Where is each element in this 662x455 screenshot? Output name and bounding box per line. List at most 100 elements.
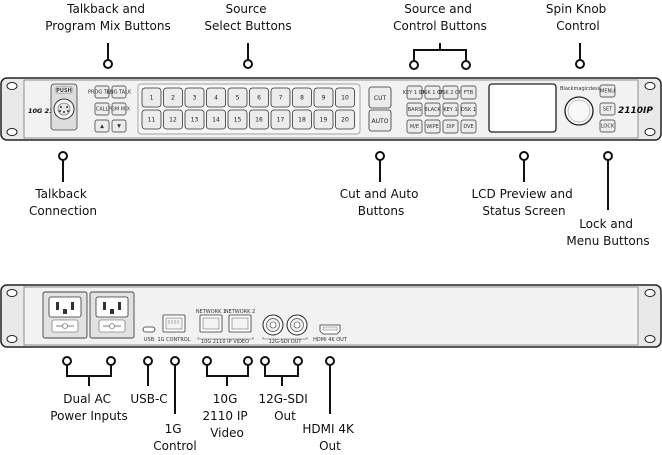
network-port-2[interactable] — [228, 314, 252, 333]
control-button[interactable]: DIP — [442, 119, 459, 134]
auto-button[interactable]: AUTO — [368, 109, 392, 132]
talkback-button[interactable]: CALL — [94, 102, 110, 116]
talkback-button[interactable]: ▲ — [94, 119, 110, 133]
callout-dot — [409, 60, 419, 70]
control-button-label: KEY 1 — [443, 107, 457, 113]
lcd-screen — [488, 83, 557, 133]
control-button-label: WIPE — [426, 124, 439, 130]
source-button[interactable]: 4 — [206, 87, 226, 108]
source-button-label: 12 — [169, 117, 177, 124]
talkback-xlr-connector[interactable]: PUSH — [50, 83, 78, 131]
callout-dot — [170, 356, 180, 366]
callout-dot — [243, 356, 253, 366]
source-button[interactable]: 7 — [270, 87, 291, 108]
rack-ear-hole — [6, 128, 18, 136]
hdmi-label: HDMI 4K OUT — [313, 337, 348, 343]
callout-lock-menu: Lock and Menu Buttons — [566, 217, 649, 248]
source-button-label: 2 — [171, 95, 175, 102]
control-button[interactable]: FTB — [460, 85, 477, 100]
rear-callout-leaders — [66, 364, 331, 414]
rack-ear-hole — [644, 289, 656, 297]
rear-callout-dots — [62, 356, 335, 366]
control-button[interactable]: DVE — [460, 119, 477, 134]
source-button-label: 4 — [214, 95, 218, 102]
source-button[interactable]: 18 — [292, 109, 312, 130]
source-button[interactable]: 2 — [163, 87, 183, 108]
front-callout-dots — [58, 59, 613, 161]
source-button-label: 8 — [300, 95, 304, 102]
source-button[interactable]: 11 — [141, 109, 162, 130]
sdi-bracket — [262, 337, 308, 340]
callout-dot — [461, 60, 471, 70]
source-button-label: 1 — [150, 95, 154, 102]
lock-button[interactable]: LOCK — [599, 119, 616, 133]
set-button[interactable]: SET — [599, 102, 616, 116]
menu-button-label: MENU — [600, 89, 615, 95]
source-button[interactable]: 14 — [206, 109, 226, 130]
talkback-button[interactable]: PROG TALK — [88, 85, 117, 99]
source-button-label: 16 — [255, 117, 263, 124]
source-button[interactable]: 1 — [141, 87, 162, 108]
rack-ear-hole — [6, 335, 18, 343]
callout-cut-auto: Cut and Auto Buttons — [340, 187, 423, 218]
source-button[interactable]: 12 — [163, 109, 183, 130]
network2-label: NETWORK 2 — [225, 309, 255, 315]
brand-text: Blackmagicdesign — [560, 86, 605, 92]
control-button[interactable]: DSK 1 ON — [420, 85, 445, 100]
hdmi-out-port[interactable] — [319, 324, 341, 335]
callout-10g-video: 10G 2110 IP Video — [203, 392, 252, 440]
talkback-button[interactable]: PGM MIX — [108, 102, 131, 116]
xlr-push-label: PUSH — [56, 88, 72, 94]
source-button[interactable]: 9 — [313, 87, 334, 108]
cut-button[interactable]: CUT — [368, 86, 392, 109]
talkback-button[interactable]: ▼ — [111, 119, 127, 133]
source-button[interactable]: 20 — [335, 109, 355, 130]
callout-spin-knob: Spin Knob Control — [546, 2, 610, 33]
source-button[interactable]: 16 — [249, 109, 269, 130]
control-button[interactable]: BLACK — [424, 102, 441, 117]
source-button[interactable]: 6 — [249, 87, 269, 108]
talkback-button-label: ▼ — [117, 124, 121, 130]
rear-callouts: Dual AC Power Inputs USB-C 1G Control 10… — [50, 392, 355, 453]
network-port-1[interactable] — [199, 314, 223, 333]
control-button[interactable]: KEY 1 ON — [403, 85, 427, 100]
lock-button-label: LOCK — [601, 124, 615, 130]
callout-source-control: Source and Control Buttons — [393, 2, 487, 33]
callout-talkback-program-mix: Talkback and Program Mix Buttons — [45, 2, 171, 33]
talkback-button[interactable]: ENG TALK — [107, 85, 132, 99]
control-button[interactable]: BARS — [406, 102, 423, 117]
set-button-label: SET — [603, 107, 613, 113]
source-button[interactable]: 8 — [292, 87, 312, 108]
source-button[interactable]: 5 — [227, 87, 248, 108]
source-button-label: 3 — [193, 95, 197, 102]
source-button[interactable]: 15 — [227, 109, 248, 130]
menu-button[interactable]: MENU — [599, 84, 616, 98]
sdi-out-2[interactable] — [286, 314, 308, 336]
source-button[interactable]: 19 — [313, 109, 334, 130]
source-button-label: 17 — [277, 117, 285, 124]
source-button[interactable]: 3 — [184, 87, 205, 108]
ethernet-control-port[interactable] — [162, 314, 186, 333]
control-button[interactable]: M/E — [406, 119, 423, 134]
usb-label: USB — [144, 337, 155, 343]
sdi-out-1[interactable] — [262, 314, 284, 336]
model-logo-left: 10G 2110 — [28, 107, 63, 115]
ac-power-input-2[interactable] — [89, 291, 135, 339]
source-button[interactable]: 13 — [184, 109, 205, 130]
usb-c-port[interactable] — [142, 326, 156, 333]
control-button[interactable]: DSK 1 — [460, 102, 477, 117]
control-button[interactable]: WIPE — [424, 119, 441, 134]
source-button[interactable]: 17 — [270, 109, 291, 130]
ac-power-input-1[interactable] — [42, 291, 88, 339]
model-logo-right: 2110IP — [618, 106, 653, 116]
control-button[interactable]: KEY 1 — [442, 102, 459, 117]
control-button[interactable]: DSK 2 ON — [438, 85, 463, 100]
spin-knob[interactable] — [564, 96, 594, 126]
source-button-label: 11 — [148, 117, 156, 124]
callout-usb-c: USB-C — [130, 392, 167, 406]
source-button[interactable]: 10 — [335, 87, 355, 108]
